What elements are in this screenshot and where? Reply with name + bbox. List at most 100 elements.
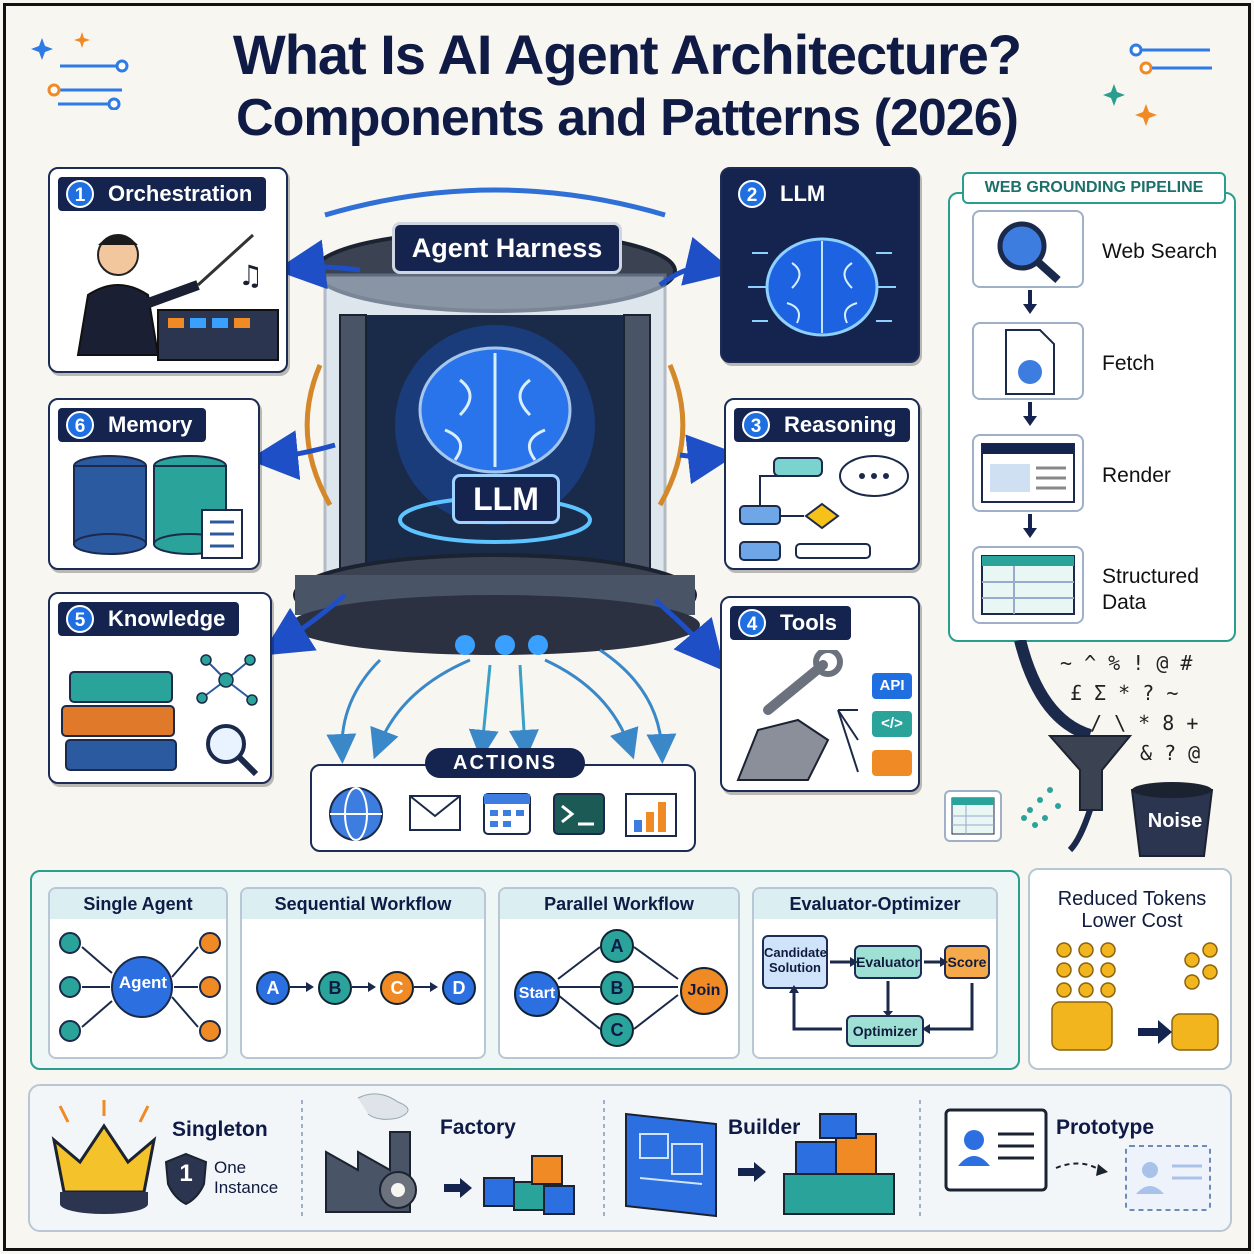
shield-number: 1 bbox=[179, 1160, 193, 1187]
evaluator-optimizer-title: Evaluator-Optimizer bbox=[754, 889, 996, 919]
design-dividers bbox=[301, 1100, 921, 1220]
svg-text:& ? @: & ? @ bbox=[1140, 741, 1200, 765]
agent-node-label: Agent bbox=[118, 973, 168, 992]
pipeline-arrows bbox=[1023, 290, 1037, 538]
funnel-noise-illustration: ~ ^ % ! @ # £ Σ * ? ~ / \ * 8 + & ? @ bbox=[1014, 640, 1214, 857]
sequential-arrows bbox=[290, 982, 438, 992]
optimizer-box: Optimizer bbox=[846, 1015, 924, 1047]
svg-text:♫: ♫ bbox=[238, 259, 263, 292]
prototype-label: Prototype bbox=[1056, 1116, 1155, 1139]
llm-number: 2 bbox=[738, 180, 766, 208]
candidate-solution-box: Candidate Solution bbox=[762, 935, 828, 989]
database-tag-icon bbox=[872, 750, 912, 776]
single-agent-title: Single Agent bbox=[50, 889, 226, 919]
coins-icon bbox=[1051, 942, 1219, 1051]
globe-icon bbox=[329, 787, 383, 841]
render-label: Render bbox=[1102, 464, 1171, 487]
sequential-node-b: B bbox=[318, 971, 352, 1005]
fetch-step bbox=[972, 322, 1084, 400]
one-instance-label: One Instance bbox=[214, 1158, 279, 1197]
page-title: What Is AI Agent Architecture? bbox=[232, 23, 1022, 86]
mail-icon bbox=[409, 795, 461, 831]
agent-harness-illustration bbox=[290, 187, 700, 655]
parallel-arrows bbox=[557, 946, 679, 1030]
structured-data-step bbox=[972, 546, 1084, 624]
factory-label: Factory bbox=[440, 1116, 516, 1139]
factory-icon bbox=[325, 1093, 575, 1215]
code-tag: </> bbox=[872, 711, 912, 737]
singleton-label: Singleton bbox=[172, 1118, 268, 1141]
parallel-node-b: B bbox=[600, 971, 634, 1005]
parallel-join-node: Join bbox=[680, 967, 728, 1015]
structured-data-label: Structured Data bbox=[1102, 565, 1199, 614]
parallel-workflow-title: Parallel Workflow bbox=[500, 889, 738, 919]
flowchart-icon bbox=[739, 455, 909, 561]
sequential-workflow-title: Sequential Workflow bbox=[242, 889, 484, 919]
parallel-workflow-pattern: Parallel Workflow Start A B C Join bbox=[498, 887, 740, 1059]
prototype-icon bbox=[944, 1108, 1211, 1211]
sequential-node-c: C bbox=[380, 971, 414, 1005]
filtered-table-icon bbox=[944, 790, 1002, 842]
sparkle-lines-icon-right bbox=[1103, 43, 1212, 126]
crown-icon bbox=[51, 1100, 157, 1214]
svg-text:~ ^ % ! @ #: ~ ^ % ! @ # bbox=[1060, 651, 1192, 675]
sequential-workflow-pattern: Sequential Workflow A B C D bbox=[240, 887, 486, 1059]
page-subtitle: Components and Patterns (2026) bbox=[236, 89, 1019, 147]
brain-circuit-icon bbox=[748, 237, 896, 337]
llm-core-label: LLM bbox=[452, 474, 560, 524]
pipeline-title: WEB GROUNDING PIPELINE bbox=[962, 172, 1226, 204]
books-graph-icon bbox=[61, 654, 259, 777]
sequential-node-d: D bbox=[442, 971, 476, 1005]
memory-number: 6 bbox=[66, 411, 94, 439]
sparkle-lines-icon-left bbox=[31, 32, 129, 110]
web-grounding-pipeline-panel: WEB GROUNDING PIPELINE Web Search Fetch … bbox=[948, 172, 1236, 642]
magnifier-globe-icon bbox=[997, 221, 1061, 283]
tools-number: 4 bbox=[738, 609, 766, 637]
single-agent-pattern: Single Agent Agent bbox=[48, 887, 228, 1059]
calendar-icon bbox=[483, 793, 531, 835]
table-icon bbox=[981, 555, 1075, 615]
builder-icon bbox=[625, 1112, 895, 1218]
parallel-node-a: A bbox=[600, 929, 634, 963]
reasoning-number: 3 bbox=[742, 411, 770, 439]
parallel-start-node: Start bbox=[514, 971, 560, 1017]
evaluator-optimizer-pattern: Evaluator-Optimizer Candidate Solution E… bbox=[752, 887, 998, 1059]
noise-label: Noise bbox=[1147, 810, 1203, 832]
browser-window-icon bbox=[981, 443, 1075, 503]
api-tag: API bbox=[872, 673, 912, 699]
svg-text:/ \ * 8 +: / \ * 8 + bbox=[1090, 711, 1198, 735]
document-globe-icon bbox=[1005, 329, 1055, 395]
sequential-node-a: A bbox=[256, 971, 290, 1005]
bar-chart-icon bbox=[625, 793, 677, 837]
database-icon bbox=[73, 455, 243, 559]
parallel-node-c: C bbox=[600, 1013, 634, 1047]
conductor-icon: ♫ bbox=[76, 233, 279, 361]
web-search-step bbox=[972, 210, 1084, 288]
builder-label: Builder bbox=[728, 1116, 801, 1139]
actions-label: ACTIONS bbox=[425, 748, 585, 778]
single-agent-diagram bbox=[59, 932, 221, 1042]
knowledge-number: 5 bbox=[66, 605, 94, 633]
web-search-label: Web Search bbox=[1102, 240, 1218, 263]
orchestration-number: 1 bbox=[66, 180, 94, 208]
evaluator-box: Evaluator bbox=[854, 945, 922, 979]
shield-icon bbox=[164, 1152, 208, 1206]
terminal-icon bbox=[553, 793, 605, 835]
fetch-label: Fetch bbox=[1102, 352, 1155, 375]
robot-wrench-icon bbox=[736, 650, 859, 781]
evaluator-arrows bbox=[789, 957, 974, 1034]
